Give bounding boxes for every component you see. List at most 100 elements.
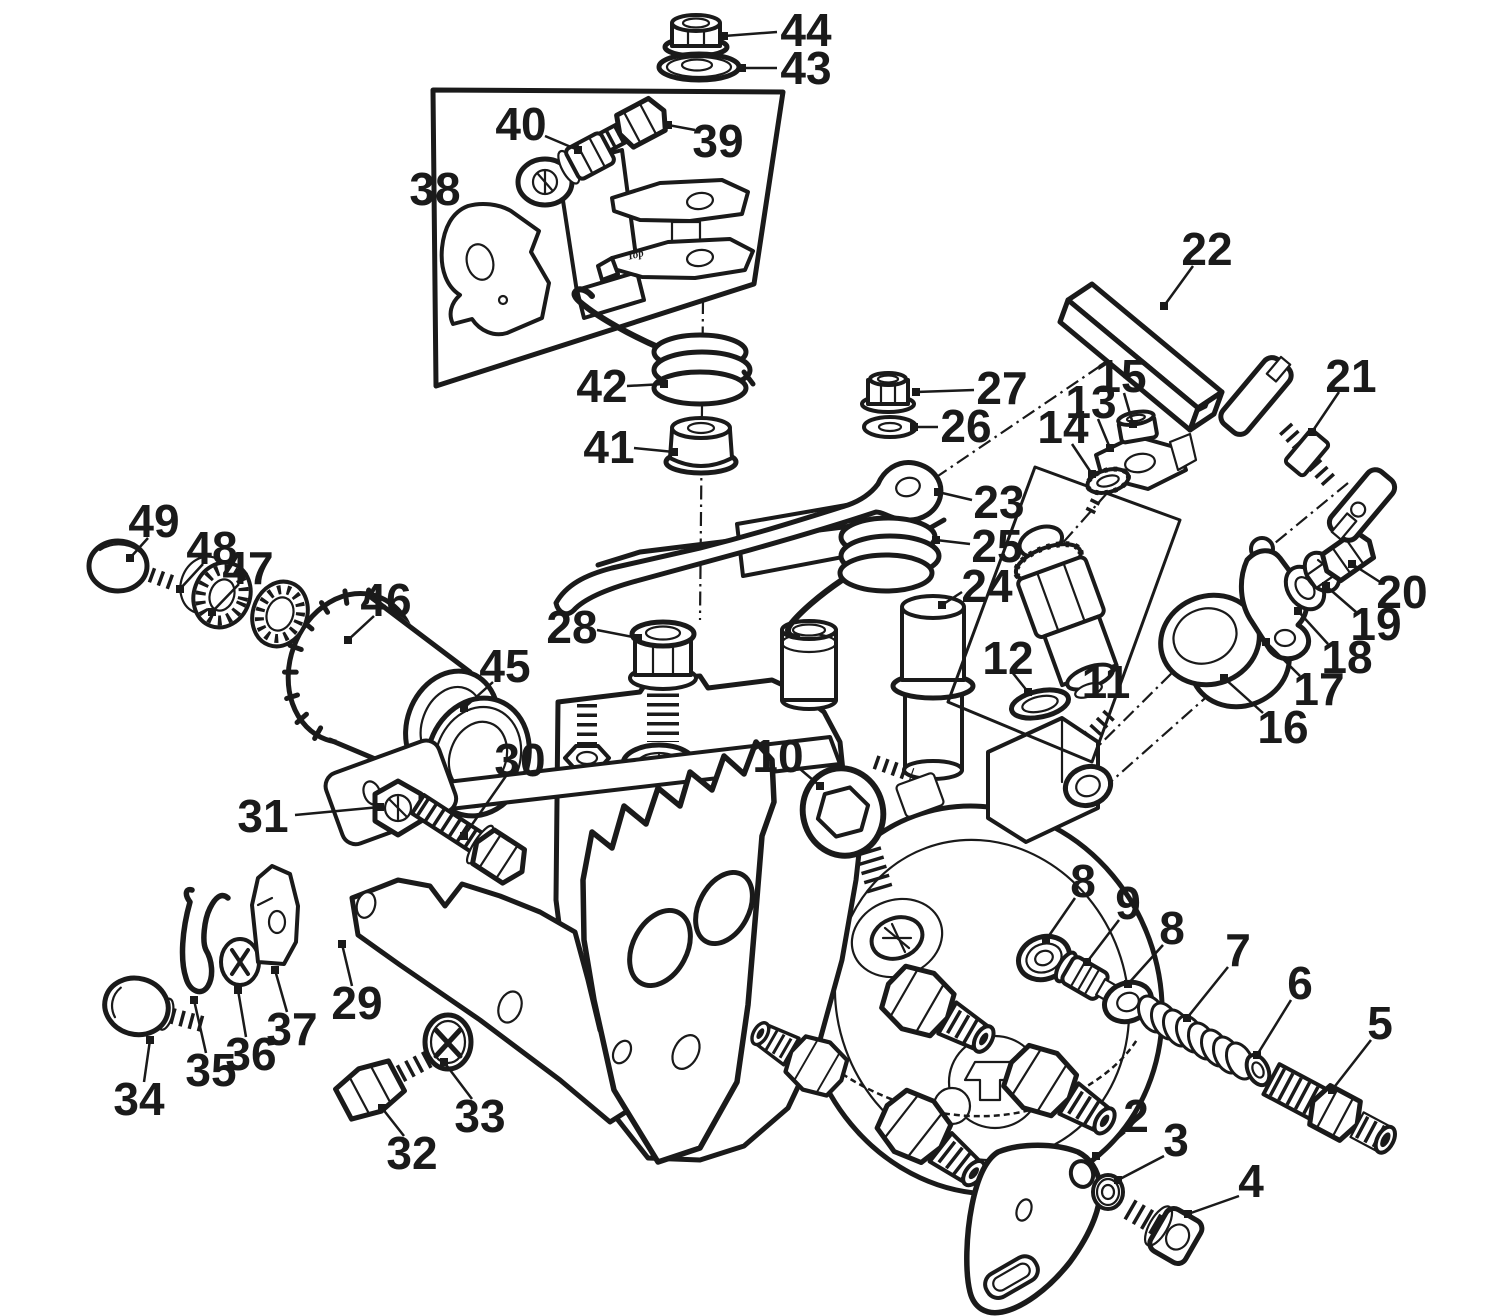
leader-tip-26 — [910, 423, 918, 431]
leader-19-spring-washer — [1325, 585, 1357, 613]
part-44-locknut — [662, 13, 730, 59]
leader-41-pivot-bushing — [633, 446, 675, 454]
part-38-linkage-box — [430, 87, 786, 389]
leader-7-spring — [1186, 966, 1229, 1019]
leader-tip-37 — [271, 966, 279, 974]
leader-6-collar — [1255, 999, 1293, 1056]
part-21-link-rod — [1218, 355, 1398, 543]
part-label-16-dust-cap: 16 — [1257, 701, 1308, 753]
part-40-nut — [557, 131, 616, 185]
leader-23-throttle-lever — [937, 490, 973, 502]
leader-35-spring-clip — [192, 999, 208, 1054]
leader-46-knurled-collar — [347, 615, 375, 641]
leader-39-adjusting-bolt — [667, 123, 696, 132]
top-marking: Top — [626, 247, 646, 263]
part-27-nut — [860, 371, 916, 414]
leader-40-trunnion-nut — [544, 134, 579, 152]
part-10-banjo-bolt — [799, 755, 945, 894]
part-label-2-anchor-bracket: 2 — [1123, 1090, 1149, 1142]
leader-tip-14 — [1088, 470, 1096, 478]
part-label-35-spring-clip: 35 — [185, 1044, 236, 1096]
part-7-spring — [1136, 994, 1256, 1081]
leader-tip-12 — [1024, 688, 1032, 696]
part-label-5-relief-valve-fitting: 5 — [1367, 997, 1393, 1049]
leader-32-bolt — [381, 1107, 405, 1137]
leader-tip-46 — [344, 636, 352, 644]
leader-42-governor-spring — [626, 382, 665, 388]
part-label-48-castellated-coupling: 48 — [186, 522, 237, 574]
part-label-11-shut-off-solenoid: 11 — [1082, 656, 1131, 708]
leader-tip-35 — [190, 996, 198, 1004]
part-label-22-cover-strip: 22 — [1181, 223, 1232, 275]
leader-tip-23 — [934, 488, 942, 496]
part-label-18-washer: 18 — [1321, 631, 1372, 683]
part-43-washer — [656, 51, 742, 83]
part-5-relief-valve-fitting — [1261, 1062, 1397, 1155]
leader-27-nut — [915, 388, 975, 394]
part-label-49-pivot-bolt: 49 — [128, 495, 179, 547]
part-label-12-o-ring: 12 — [982, 632, 1033, 684]
part-49-pivot-bolt — [86, 538, 176, 594]
leader-3-washer — [1117, 1154, 1165, 1182]
leader-tip-36 — [234, 986, 242, 994]
leader-25-idle-spring — [935, 538, 971, 546]
leader-47-splined-washer — [211, 583, 240, 613]
leader-33-screw — [443, 1061, 473, 1100]
leader-tip-9 — [1083, 958, 1091, 966]
part-label-34-bolt: 34 — [113, 1073, 165, 1125]
part-2-anchor-bracket — [964, 1142, 1103, 1316]
part-label-46-knurled-collar: 46 — [360, 574, 411, 626]
leader-tip-31 — [376, 803, 384, 811]
leader-20-banjo-bolt — [1351, 562, 1381, 584]
leader-tip-44 — [720, 32, 728, 40]
leader-tip-3 — [1114, 1176, 1122, 1184]
part-35-spring-clip — [179, 886, 231, 995]
leader-tip-5 — [1328, 1086, 1336, 1094]
leader-tip-6 — [1253, 1051, 1261, 1059]
part-label-27-nut: 27 — [976, 362, 1027, 414]
part-label-32-bolt: 32 — [386, 1127, 437, 1179]
part-14-wave-washer — [1085, 466, 1131, 496]
part-label-44-locknut: 44 — [780, 4, 832, 56]
leader-tip-33 — [440, 1058, 448, 1066]
part-label-20-banjo-bolt: 20 — [1376, 566, 1427, 618]
leader-tip-34 — [146, 1036, 154, 1044]
leader-tip-20 — [1348, 560, 1356, 568]
leader-tip-42 — [660, 380, 668, 388]
leader-8-seal-washer — [1127, 944, 1164, 985]
leader-tip-40 — [574, 146, 582, 154]
part-label-33-screw: 33 — [454, 1090, 505, 1142]
part-11-solenoid — [946, 465, 1182, 764]
leader-36-screw — [236, 989, 248, 1038]
part-26-washer — [862, 415, 918, 439]
leader-tip-7 — [1183, 1014, 1191, 1022]
leader-14-wave-washer — [1070, 443, 1094, 475]
part-label-38-governor-linkage-assembly: 38 — [409, 163, 460, 215]
leader-37-lock-plate — [273, 969, 289, 1013]
part-6-collar — [1244, 1052, 1272, 1088]
leader-2-anchor-bracket — [1095, 1131, 1126, 1157]
part-label-47-splined-washer: 47 — [222, 542, 273, 594]
leader-tip-32 — [378, 1104, 386, 1112]
leader-tip-41 — [670, 448, 678, 456]
part-label-7-spring: 7 — [1225, 924, 1251, 976]
leader-tip-15 — [1129, 420, 1137, 428]
part-label-3-washer: 3 — [1163, 1114, 1189, 1166]
part-41-bushing — [663, 416, 739, 476]
leader-13-clamp-plate — [1096, 418, 1112, 449]
part-48-castellated-coupling — [179, 555, 253, 630]
leader-tip-49 — [126, 554, 134, 562]
part-label-8-seal-washer: 8 — [1070, 855, 1096, 907]
part-label-8-seal-washer: 8 — [1159, 902, 1185, 954]
leader-44-locknut — [723, 30, 778, 38]
part-47-splined-washer — [250, 579, 310, 649]
part-label-10-banjo-bolt: 10 — [752, 730, 803, 782]
part-label-30-stud-bolt: 30 — [494, 734, 545, 786]
leader-15-nut — [1122, 392, 1135, 425]
leader-tip-43 — [738, 64, 746, 72]
leader-tip-48 — [176, 585, 184, 593]
leader-30-stud-bolt — [462, 775, 508, 837]
part-23-throttle-lever — [553, 459, 944, 617]
part-12-o-ring — [1009, 687, 1071, 721]
leader-tip-19 — [1322, 582, 1330, 590]
